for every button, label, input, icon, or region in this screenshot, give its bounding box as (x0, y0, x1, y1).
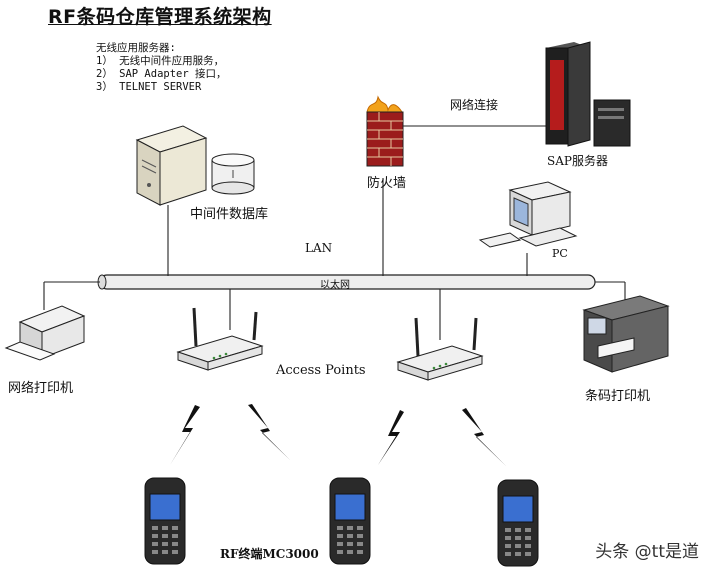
network-printer-label: 网络打印机 (8, 381, 74, 396)
server-notes: 无线应用服务器: 1） 无线中间件应用服务， 2） SAP Adapter 接口… (96, 42, 227, 94)
middleware-server-icon (135, 125, 208, 206)
ethernet-label: 以太网 (320, 280, 350, 291)
middleware-db-label: 中间件数据库 (190, 207, 269, 222)
diagram-title: RF条码仓库管理系统架构 (48, 6, 272, 28)
watermark: 头条 @tt是道 (595, 542, 699, 562)
barcode-printer-icon (582, 295, 670, 373)
rf-terminal-icon (144, 477, 186, 565)
access-points-label: Access Points (276, 363, 366, 378)
network-printer-icon (4, 305, 86, 361)
database-icon (211, 153, 255, 195)
sap-server-label: SAP服务器 (547, 154, 608, 168)
access-point-icon (396, 317, 484, 381)
barcode-printer-label: 条码打印机 (585, 389, 651, 404)
sap-server-icon (545, 41, 631, 147)
rf-terminal-label: RF终端MC3000 (220, 547, 319, 561)
rf-terminal-icon (497, 479, 539, 567)
server-notes-line: 2） SAP Adapter 接口， (96, 68, 227, 80)
lan-label: LAN (305, 241, 333, 255)
access-point-icon (176, 307, 264, 371)
server-notes-heading: 无线应用服务器: (96, 42, 176, 54)
rf-terminal-icon (329, 477, 371, 565)
network-connection-label: 网络连接 (450, 98, 499, 112)
pc-icon (478, 181, 578, 248)
firewall-icon (366, 95, 404, 167)
wireless-signal-icon (170, 404, 506, 466)
firewall-label: 防火墙 (367, 176, 407, 191)
server-notes-line: 3） TELNET SERVER (96, 81, 202, 93)
pc-label: PC (552, 247, 568, 260)
server-notes-line: 1） 无线中间件应用服务， (96, 55, 225, 67)
